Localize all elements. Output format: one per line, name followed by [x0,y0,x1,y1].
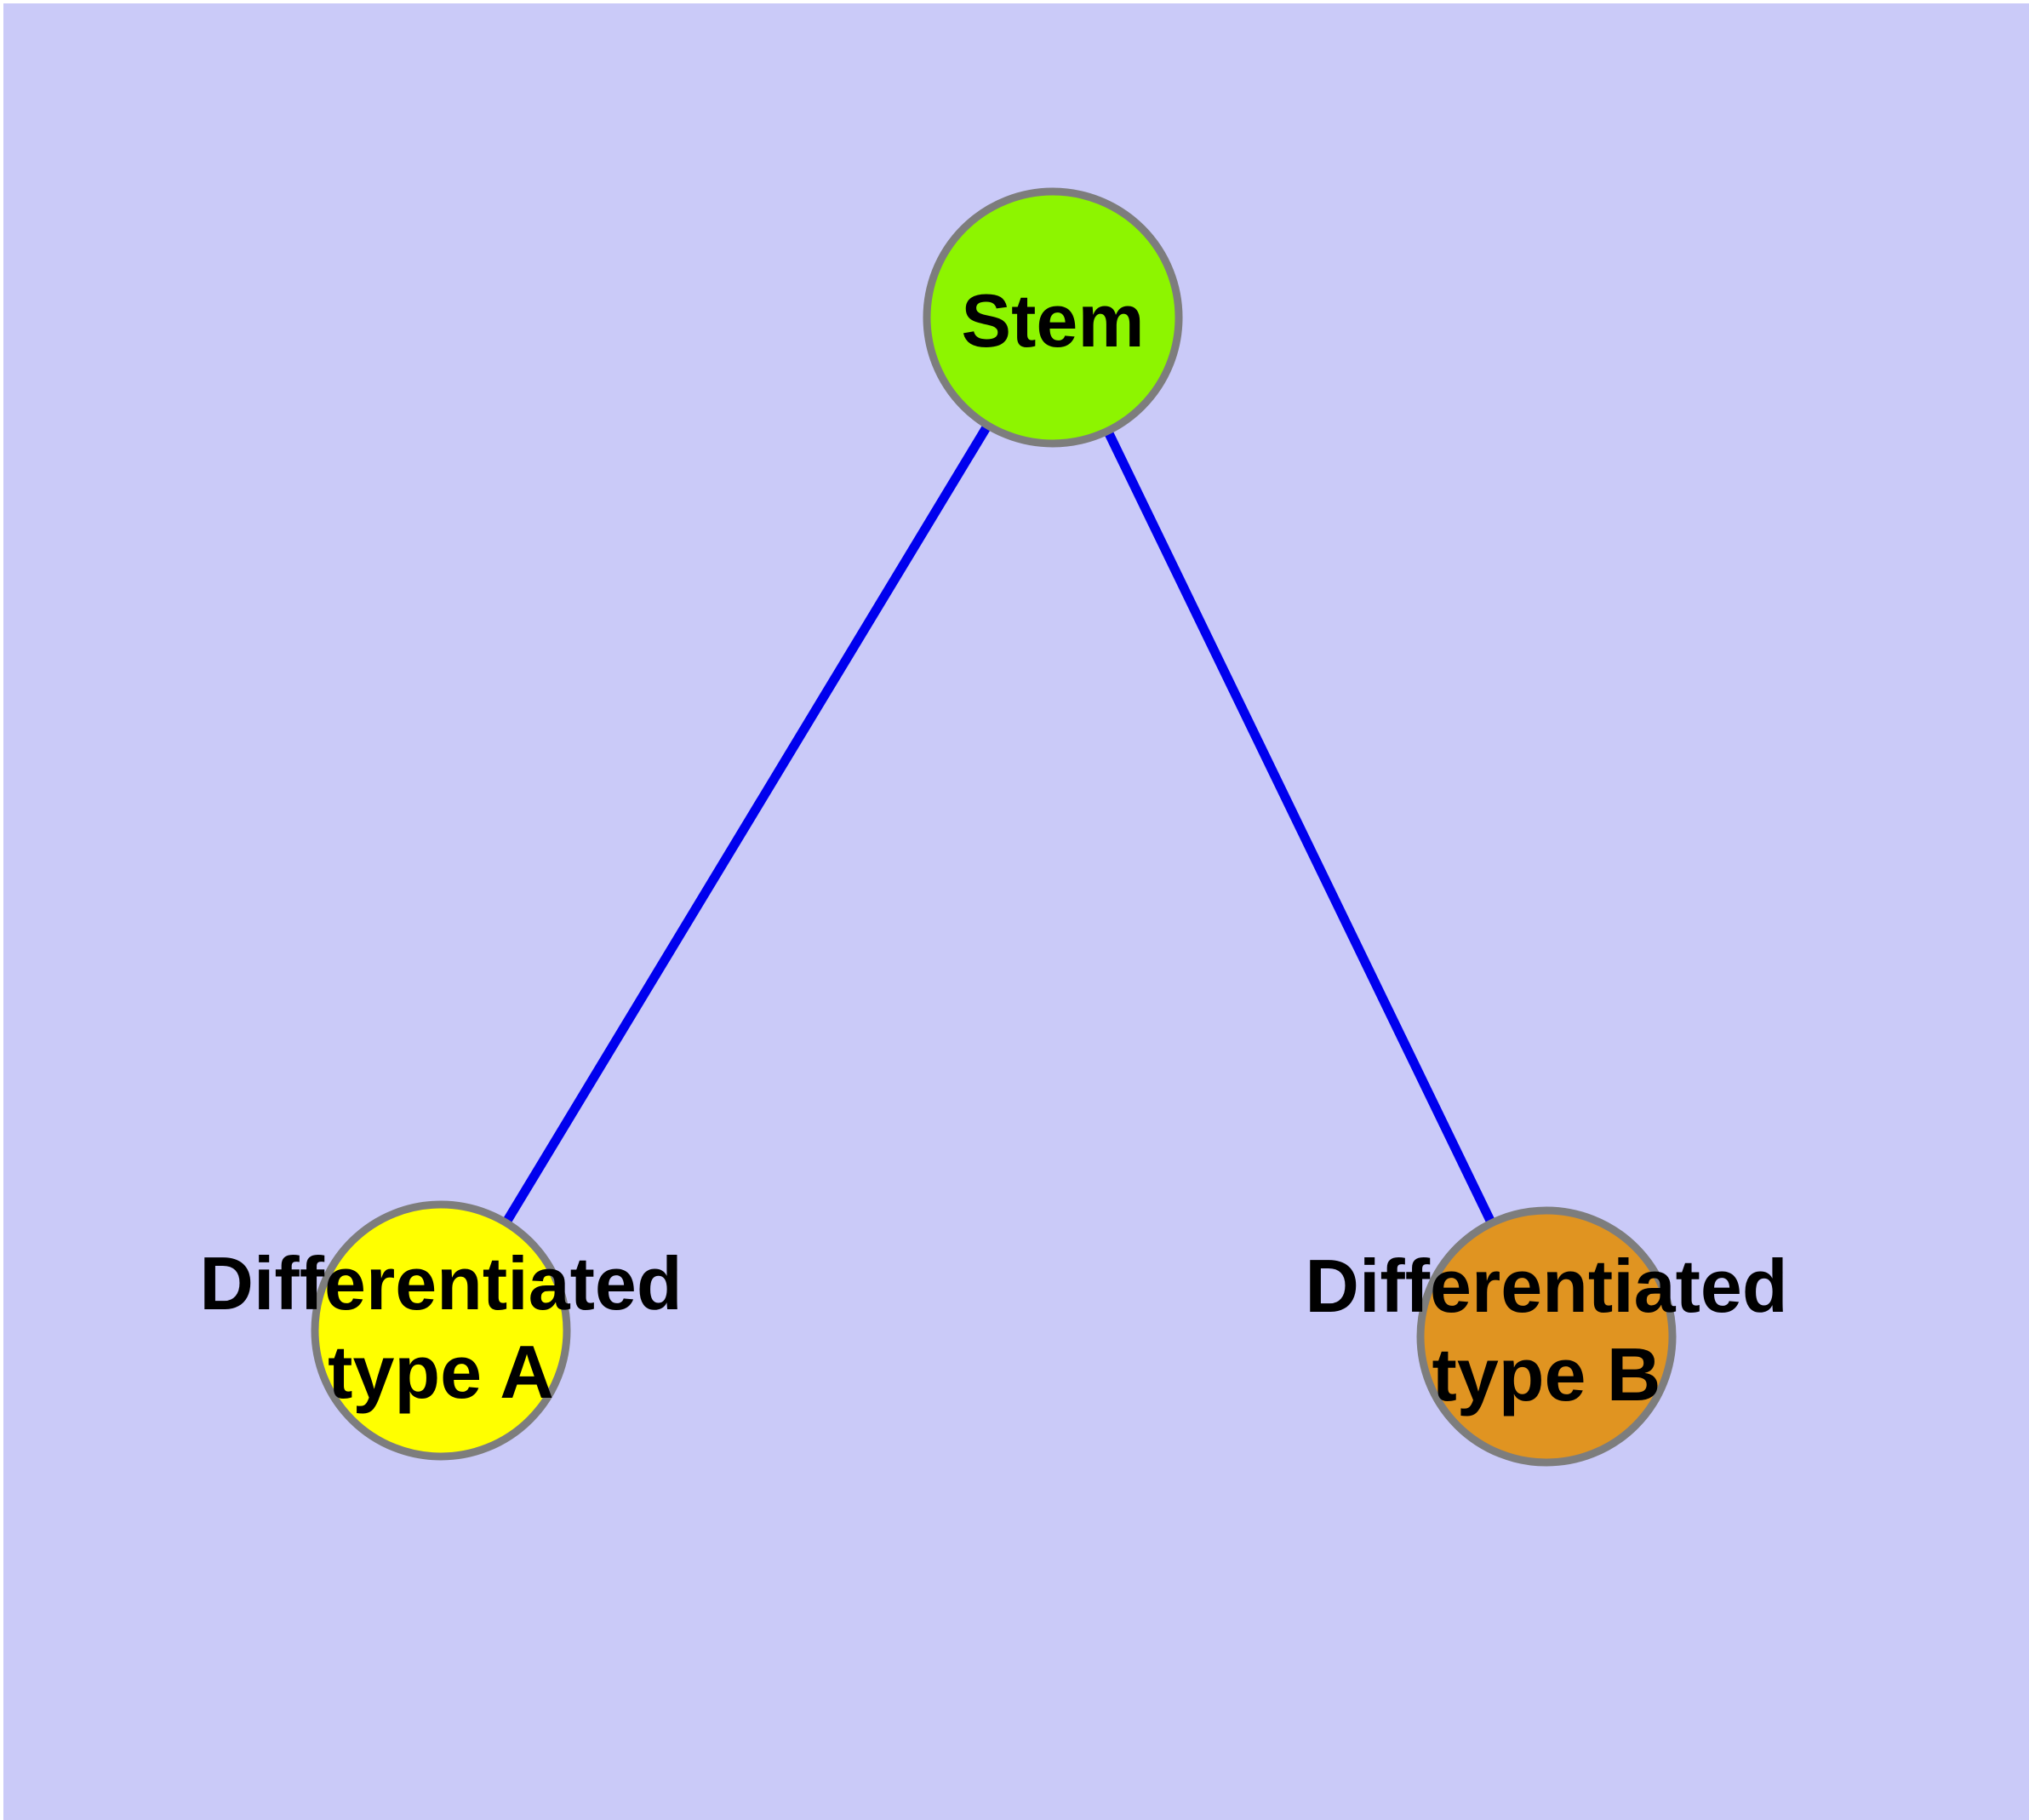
node-type-a-label-line1: Differentiated [199,1241,683,1325]
node-differentiated-type-b [1416,1206,1677,1467]
node-type-a-label-line2: type A [328,1330,554,1414]
edge-stem-to-type-a [437,315,1057,1333]
node-stem-label: Stem [961,278,1145,363]
node-type-b-label-line1: Differentiated [1305,1244,1788,1328]
node-type-b-label-line2: type B [1432,1332,1661,1417]
edge-stem-to-type-b [1049,315,1551,1339]
node-stem [923,187,1183,448]
node-differentiated-type-a [311,1200,571,1461]
node-type-a-label: Differentiated type A [199,1239,682,1417]
node-type-b-label: Differentiated type B [1305,1242,1787,1419]
